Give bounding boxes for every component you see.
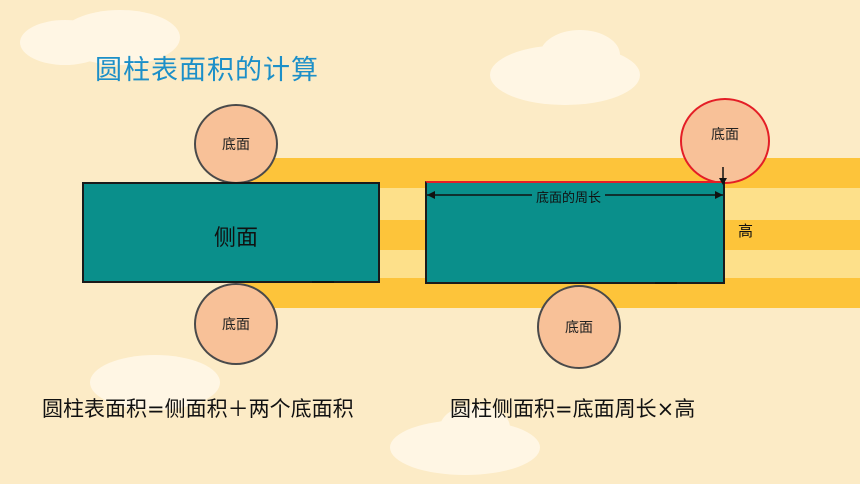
bottom-base-label: 底面 (222, 317, 250, 333)
top-base-label: 底面 (222, 137, 250, 153)
seam-mark (312, 281, 334, 283)
highlighted-top-base-label: 底面 (711, 127, 739, 143)
top-base-circle: 底面 (194, 104, 278, 184)
bottom-base-circle-right: 底面 (537, 285, 621, 369)
surface-area-formula: 圆柱表面积=侧面积＋两个底面积 (42, 397, 354, 421)
background-cloud (540, 30, 620, 80)
seam-mark (655, 282, 677, 284)
bottom-base-label-right: 底面 (565, 320, 593, 336)
down-arrow-icon (719, 167, 727, 185)
page-title: 圆柱表面积的计算 (95, 55, 319, 86)
lateral-face-label: 侧面 (214, 226, 259, 251)
perimeter-label: 底面的周长 (532, 187, 606, 206)
lateral-area-formula: 圆柱侧面积=底面周长×高 (450, 397, 696, 421)
background-cloud (90, 355, 220, 410)
bottom-base-circle: 底面 (194, 283, 278, 365)
lateral-face-rect (82, 182, 380, 283)
height-label: 高 (738, 222, 754, 240)
background-cloud (440, 405, 510, 450)
highlighted-top-base-circle: 底面 (680, 98, 770, 184)
background-cloud (60, 10, 180, 65)
